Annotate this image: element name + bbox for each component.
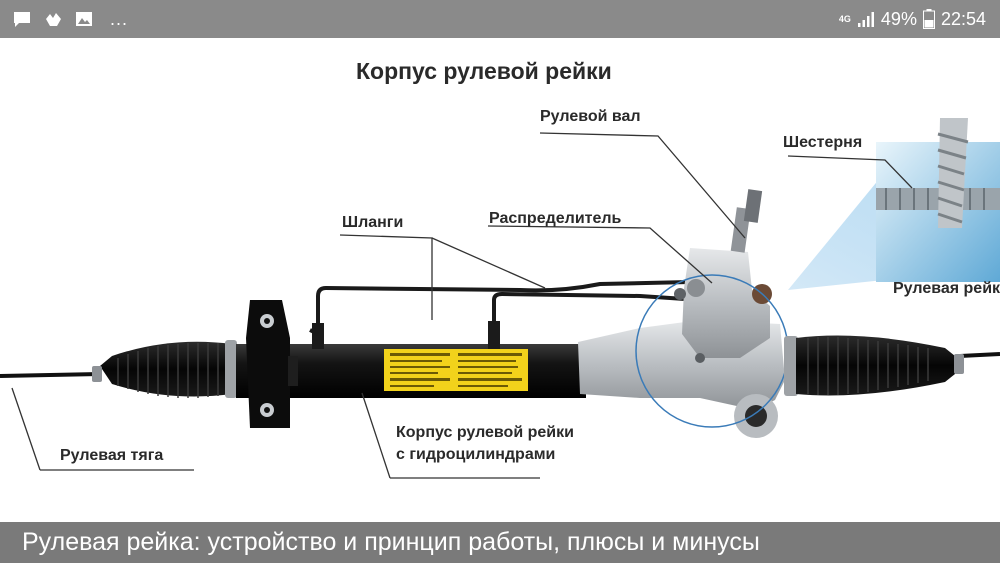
article-caption[interactable]: Рулевая рейка: устройство и принцип рабо… [0,522,1000,563]
warning-label [384,349,528,391]
clock: 22:54 [940,8,986,29]
gesture-icon [46,13,61,26]
status-bar: ... 4G 49% 22:54 [0,0,1000,38]
label-steering-shaft: Рулевой вал [540,108,641,125]
left-tie-rod [0,372,101,378]
pinion-inset [788,118,1000,290]
leader-lines [11,132,913,479]
image-icon [76,12,92,26]
status-left: ... [12,8,128,30]
diagram-stage: Корпус рулевой рейки Рулевой вал Шестерн… [0,38,1000,522]
label-housing-line2: с гидроцилиндрами [396,446,556,463]
chat-icon [14,12,30,27]
status-right: 4G 49% 22:54 [839,8,986,30]
label-tie-rod: Рулевая тяга [60,447,164,464]
overflow-dots: ... [110,8,129,29]
label-pinion: Шестерня [783,134,863,151]
steering-rack-illustration [0,118,1000,479]
network-type: 4G [838,13,851,24]
battery-icon [922,9,935,29]
hoses [309,280,701,336]
label-housing-line1: Корпус рулевой рейки [396,424,574,441]
label-hoses: Шланги [342,214,404,231]
right-boot [784,335,964,396]
battery-percent: 49% [880,8,917,29]
signal-icon [857,12,874,27]
fitting-left [312,323,324,349]
left-mount [246,300,298,428]
label-distributor: Распределитель [489,210,622,227]
left-boot [92,340,237,398]
fitting-right [488,321,500,349]
diagram-title: Корпус рулевой рейки [356,58,612,84]
label-rack: Рулевая рейка [893,280,1000,297]
right-tie-rod [959,352,1000,358]
